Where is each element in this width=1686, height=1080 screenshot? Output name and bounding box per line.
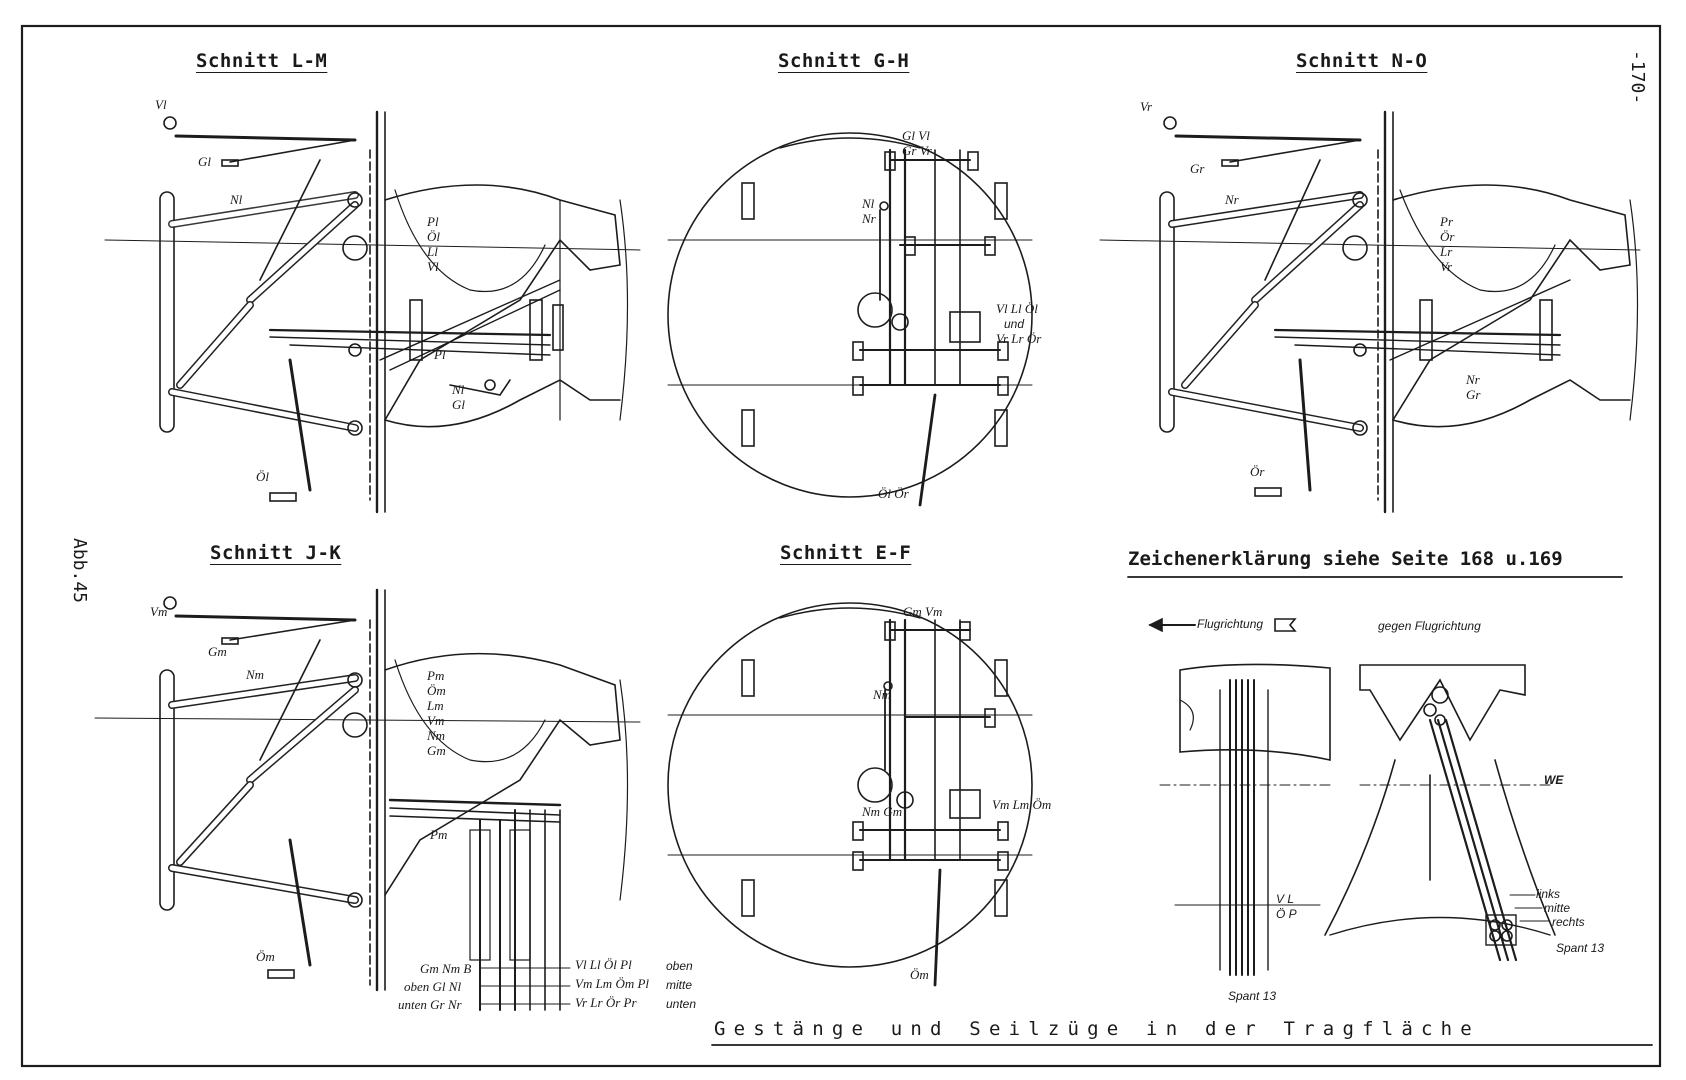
jk-p-label: Pm (430, 827, 448, 842)
no-stack-label: Pr Ör Lr Vr (1440, 214, 1455, 274)
detail-flight-dir: Flugrichtung (1197, 617, 1264, 631)
detail-spant-left: Spant 13 (1228, 989, 1277, 1003)
jk-legend-left-2: unten Gr Nr (398, 997, 462, 1012)
gh-o-label: Öl Ör (878, 486, 909, 501)
detail-we: WE (1544, 773, 1564, 787)
no-g-label: Gr (1190, 161, 1205, 176)
gh-v2-label: Vr Lr Ör (996, 331, 1042, 346)
gh-gv-label: Gl Vl Gr Vr (902, 128, 932, 158)
section-jk-drawing (94, 588, 641, 1011)
jk-legend-pos-2: unten (666, 997, 697, 1011)
detail-vl: V L (1276, 892, 1295, 906)
ef-n-label: Nm (873, 687, 892, 702)
section-title-no: Schnitt N-O (1296, 50, 1428, 72)
section-gh-drawing (667, 132, 1033, 507)
lm-stack-label: Pl Öl Ll Vl (427, 214, 440, 274)
no-n-label: Nr (1225, 192, 1239, 207)
jk-stack-label: Pm Öm Lm Vm Nm Gm (427, 668, 446, 758)
jk-g-label: Gm (208, 644, 227, 659)
lm-g-label: Gl (198, 154, 211, 169)
ef-vlo-label: Vm Lm Öm (992, 797, 1052, 812)
lm-n-label: Nl (230, 192, 243, 207)
section-lm-drawing (104, 110, 641, 514)
no-crank-label: Vr (1140, 99, 1153, 114)
jk-legend-right-2: Vr Lr Ör Pr (575, 995, 637, 1010)
section-title-lm: Schnitt L-M (196, 50, 328, 72)
detail-links: links (1536, 887, 1561, 901)
legend-note: Zeichenerklärung siehe Seite 168 u.169 (1128, 548, 1563, 570)
section-title-jk: Schnitt J-K (210, 542, 342, 564)
jk-legend-pos-1: mitte (666, 978, 693, 992)
sheet-border (20, 24, 1662, 1068)
gh-v1-label: Vl Ll Öl (996, 301, 1038, 316)
jk-legend-left-1: oben Gl Nl (404, 979, 462, 994)
figure-label: Abb.45 (69, 538, 90, 604)
gh-und-label: und (1004, 317, 1025, 331)
jk-legend-left-0: Gm Nm B (420, 961, 472, 976)
jk-legend-right-0: Vl Ll Öl Pl (575, 957, 632, 972)
jk-o-label: Öm (256, 949, 275, 964)
jk-legend-right-1: Vm Lm Öm Pl (575, 976, 650, 991)
jk-n-label: Nm (246, 667, 265, 682)
footer-title: Gestänge und Seilzüge in der Tragfläche (714, 1018, 1480, 1040)
lm-crank-label: Vl (155, 97, 167, 112)
section-no-drawing (1099, 110, 1641, 514)
detail-rechts: rechts (1552, 915, 1585, 929)
jk-crank-label: Vm (150, 604, 168, 619)
detail-against-flight: gegen Flugrichtung (1378, 619, 1481, 633)
ef-gv-label: Gm Vm (903, 604, 943, 619)
detail-spant-right: Spant 13 (1556, 941, 1605, 955)
detail-mitte: mitte (1544, 901, 1571, 915)
lm-p-label: Pl (434, 347, 446, 362)
gh-n-label: Nl Nr (862, 196, 876, 226)
ef-ng-label: Nm Gm (862, 804, 903, 819)
section-title-gh: Schnitt G-H (778, 50, 910, 72)
detail-op: Ö P (1276, 907, 1297, 921)
lm-ng-label: Nl Gl (452, 382, 465, 412)
section-ef-drawing (667, 602, 1033, 987)
lm-o-label: Öl (256, 469, 269, 484)
ef-o-label: Öm (910, 967, 929, 982)
detail-views-drawing (1148, 617, 1556, 976)
section-title-ef: Schnitt E-F (780, 542, 912, 564)
no-ng-label: Nr Gr (1466, 372, 1481, 402)
no-o-label: Ör (1250, 464, 1265, 479)
jk-legend-pos-0: oben (666, 959, 693, 973)
page-number: -170- (1627, 50, 1648, 105)
